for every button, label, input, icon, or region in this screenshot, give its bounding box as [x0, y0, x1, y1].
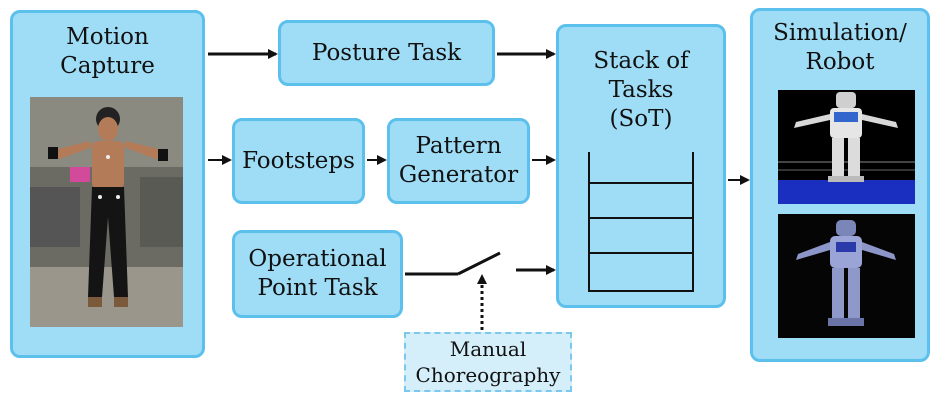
pattern-generator-line2: Generator	[398, 162, 519, 188]
operational-point-task-line1: Operational	[248, 246, 387, 273]
physical-robot-image	[778, 214, 915, 338]
posture-task-label: Posture Task	[311, 39, 462, 66]
task-stack-slot-divider	[590, 252, 692, 254]
task-stack-slot-divider	[590, 182, 692, 184]
manual-choreography-line2: Choreography	[415, 363, 561, 387]
manual-choreography-block: Manual Choreography	[404, 332, 572, 392]
stack-of-tasks-line2: Tasks	[608, 76, 674, 103]
stack-of-tasks-line1: Stack of	[593, 48, 689, 74]
motion-capture-title-line2: Capture	[60, 52, 155, 79]
simulation-robot-line2: Robot	[805, 48, 875, 75]
pattern-generator-line1: Pattern	[415, 133, 502, 160]
task-stack-slot-divider	[590, 217, 692, 219]
motion-capture-title-line1: Motion	[66, 24, 149, 50]
stack-of-tasks-block: Stack of Tasks (SoT)	[556, 24, 726, 308]
motion-capture-photo	[30, 97, 183, 327]
operational-point-task-line2: Point Task	[257, 275, 378, 301]
simulation-robot-line1: Simulation/	[773, 20, 907, 46]
switch-blade	[457, 251, 501, 276]
manual-choreography-line1: Manual	[449, 337, 527, 361]
simulation-robot-image	[778, 90, 915, 204]
stack-of-tasks-line3: (SoT)	[609, 105, 673, 132]
pattern-generator-block: Pattern Generator	[387, 118, 530, 204]
footsteps-label: Footsteps	[242, 147, 355, 174]
operational-point-task-block: Operational Point Task	[232, 230, 403, 318]
footsteps-block: Footsteps	[232, 118, 365, 204]
task-stack-container	[588, 152, 694, 292]
posture-task-block: Posture Task	[278, 20, 495, 86]
